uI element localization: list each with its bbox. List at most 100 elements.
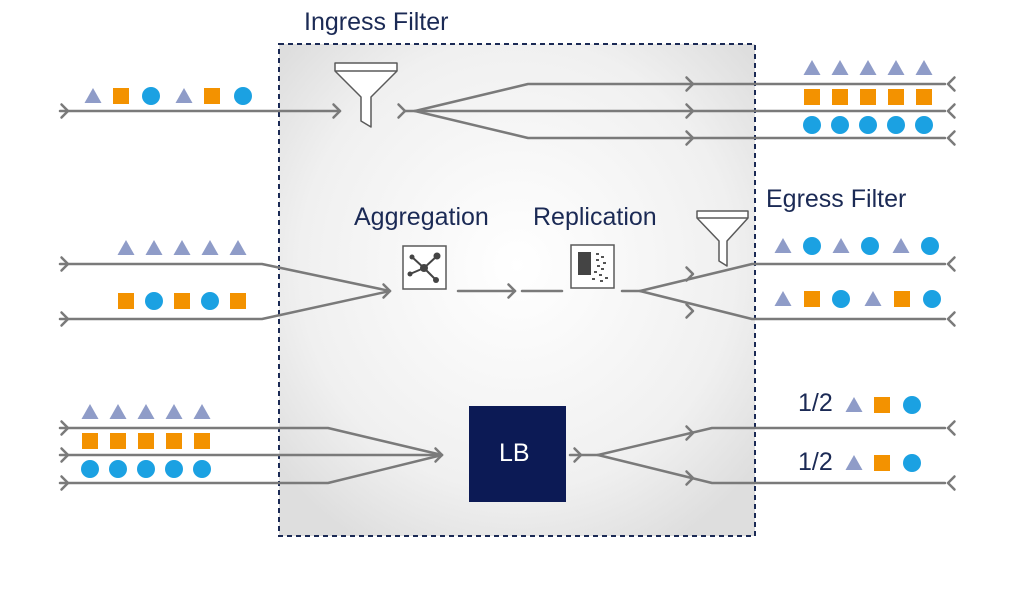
arrowhead (573, 447, 583, 463)
square-packet (82, 433, 98, 449)
replication-icon (570, 244, 615, 289)
square-packet (118, 293, 134, 309)
arrowhead (946, 76, 956, 92)
circle-packet (923, 290, 941, 308)
lb-share-label-bottom: 1/2 (798, 448, 833, 476)
arrowhead (946, 103, 956, 119)
circle-packet (201, 292, 219, 310)
circle-packet (145, 292, 163, 310)
arrowhead (685, 266, 695, 282)
ingress-branch-top (413, 82, 947, 113)
lb-share-label-top: 1/2 (798, 389, 833, 417)
circle-packet (903, 454, 921, 472)
circle-packet (234, 87, 252, 105)
circle-packet (142, 87, 160, 105)
triangle-packet (774, 238, 792, 253)
triangle-packet (175, 88, 193, 103)
arrowhead (685, 76, 695, 92)
triangle-packet (832, 238, 850, 253)
arrowhead (434, 447, 444, 463)
circle-packet (887, 116, 905, 134)
arrowheads (60, 76, 956, 491)
lb-branch-top (596, 426, 947, 457)
arrowhead (60, 103, 70, 119)
circle-packet (915, 116, 933, 134)
circle-packet (903, 396, 921, 414)
arrowhead (60, 311, 70, 327)
square-packet (832, 89, 848, 105)
triangle-packet (774, 291, 792, 306)
circle-packet (921, 237, 939, 255)
triangle-packet (864, 291, 882, 306)
arrowhead (397, 103, 407, 119)
circle-packet (81, 460, 99, 478)
triangle-packet (803, 60, 821, 75)
triangle-packet (915, 60, 933, 75)
lb-branch-bottom (596, 453, 947, 485)
triangle-packet (831, 60, 849, 75)
circle-packet (803, 116, 821, 134)
square-packet (860, 89, 876, 105)
arrowhead (507, 283, 517, 299)
packet-symbols (81, 60, 941, 478)
triangle-packet (137, 404, 155, 419)
agg-input-top-line (58, 262, 392, 293)
triangle-packet (193, 404, 211, 419)
triangle-packet (859, 60, 877, 75)
arrowhead (946, 130, 956, 146)
square-packet (230, 293, 246, 309)
arrowhead (60, 420, 70, 436)
triangle-packet (201, 240, 219, 255)
ingress-filter-label: Ingress Filter (304, 8, 449, 36)
replication-label: Replication (533, 203, 657, 231)
arrowhead (946, 475, 956, 491)
flow-lines (58, 82, 947, 485)
load-balancer-box (469, 406, 566, 502)
arrowhead (685, 470, 695, 486)
square-packet (804, 89, 820, 105)
circle-packet (193, 460, 211, 478)
circle-packet (137, 460, 155, 478)
arrowhead (60, 256, 70, 272)
square-packet (894, 291, 910, 307)
egress-branch-bottom (638, 289, 947, 321)
square-packet (166, 433, 182, 449)
triangle-packet (84, 88, 102, 103)
square-packet (804, 291, 820, 307)
egress-branch-top (638, 262, 947, 293)
triangle-packet (81, 404, 99, 419)
egress-filter-label: Egress Filter (766, 185, 907, 213)
triangle-packet (892, 238, 910, 253)
arrowhead (60, 447, 70, 463)
triangle-packet (229, 240, 247, 255)
arrowhead (685, 130, 695, 146)
egress-funnel-icon (696, 210, 749, 267)
circle-packet (859, 116, 877, 134)
square-packet (874, 455, 890, 471)
circle-packet (832, 290, 850, 308)
square-packet (916, 89, 932, 105)
lb-input-top-line (58, 426, 444, 457)
arrowhead (382, 283, 392, 299)
arrowhead (685, 103, 695, 119)
triangle-packet (845, 397, 863, 412)
arrowhead (332, 103, 342, 119)
square-packet (204, 88, 220, 104)
square-packet (138, 433, 154, 449)
circle-packet (861, 237, 879, 255)
arrowhead (685, 425, 695, 441)
square-packet (110, 433, 126, 449)
arrowhead (946, 420, 956, 436)
circle-packet (165, 460, 183, 478)
square-packet (174, 293, 190, 309)
ingress-branch-bottom (413, 109, 947, 140)
square-packet (888, 89, 904, 105)
lb-input-bottom-line (58, 453, 444, 485)
triangle-packet (117, 240, 135, 255)
arrowhead (60, 475, 70, 491)
load-balancer-label: LB (499, 439, 530, 467)
agg-input-bottom-line (58, 289, 392, 321)
triangle-packet (109, 404, 127, 419)
ingress-funnel-icon (334, 62, 398, 128)
